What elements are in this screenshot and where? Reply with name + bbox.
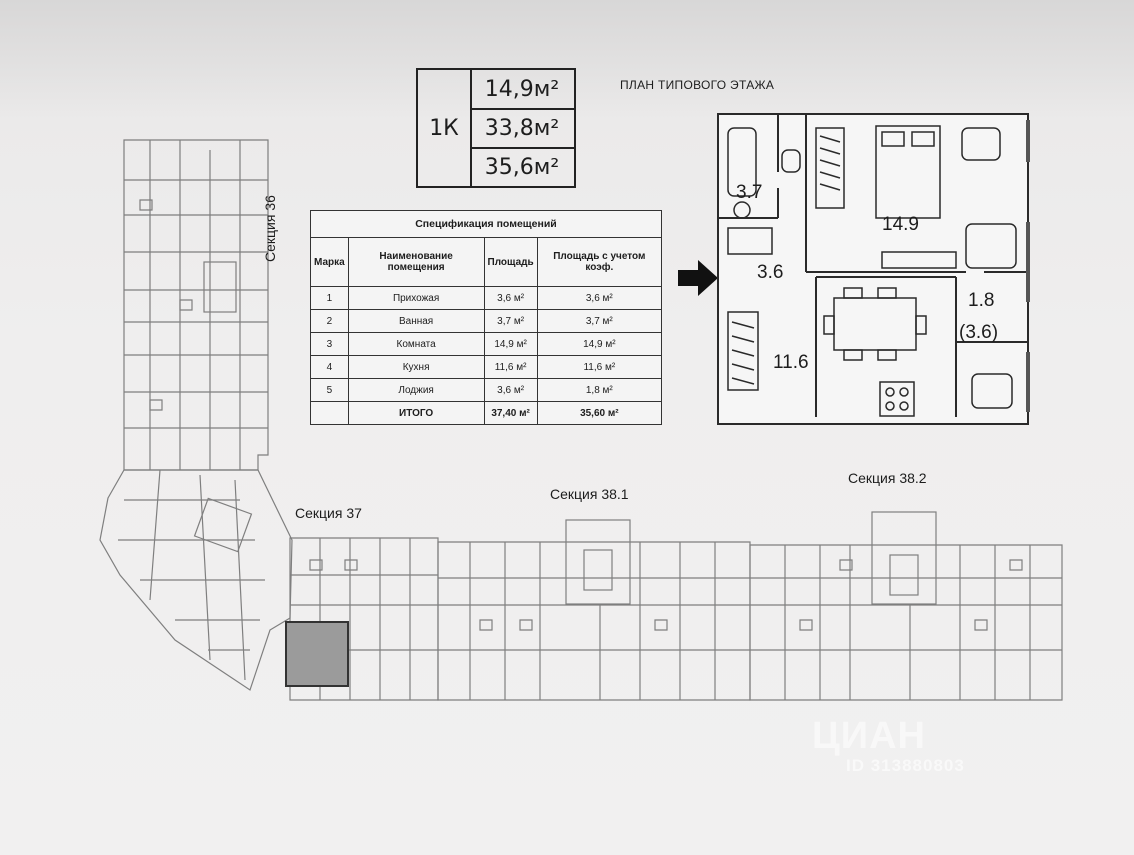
table-row: 2 Ванная 3,7 м² 3,7 м² bbox=[310, 309, 663, 333]
table-total-row: ИТОГО 37,40 м² 35,60 м² bbox=[310, 401, 663, 425]
living-area: 14,9м² bbox=[470, 70, 574, 110]
area-summary: 1К 14,9м² 33,8м² 35,6м² bbox=[416, 68, 576, 188]
section-36-label: Секция 36 bbox=[262, 195, 278, 262]
kitchen-area: 11.6 bbox=[773, 352, 809, 373]
col-header-area-coef: Площадь с учетом коэф. bbox=[536, 237, 663, 287]
col-header-area: Площадь bbox=[483, 237, 538, 287]
bathroom-area: 3.7 bbox=[736, 182, 763, 203]
arrow-right-icon bbox=[678, 260, 718, 296]
table-row: 3 Комната 14,9 м² 14,9 м² bbox=[310, 332, 663, 356]
table-row: 1 Прихожая 3,6 м² 3,6 м² bbox=[310, 286, 663, 310]
room-spec-table: Спецификация помещений Марка Наименовани… bbox=[310, 210, 663, 425]
col-header-name: Наименование помещения bbox=[347, 237, 485, 287]
table-row: 5 Лоджия 3,6 м² 1,8 м² bbox=[310, 378, 663, 402]
highlighted-apartment bbox=[285, 621, 349, 687]
room-area: 14.9 bbox=[882, 214, 919, 235]
col-header-mark: Марка bbox=[310, 237, 349, 287]
spec-caption: Спецификация помещений bbox=[310, 210, 662, 238]
scan-shadow bbox=[0, 0, 1134, 120]
loggia-area: 1.8 bbox=[968, 290, 995, 311]
cian-listing-id: ID 313880803 bbox=[846, 756, 965, 775]
cian-watermark: ЦИАН bbox=[812, 715, 926, 757]
apartment-type: 1К bbox=[418, 70, 472, 186]
table-row: 4 Кухня 11,6 м² 11,6 м² bbox=[310, 355, 663, 379]
total-area-without-coef: 33,8м² bbox=[470, 109, 574, 149]
loggia-full-area: (3.6) bbox=[959, 322, 999, 343]
section-38-2-label: Секция 38.2 bbox=[848, 470, 927, 486]
apartment-plan bbox=[717, 113, 1030, 425]
hallway-area: 3.6 bbox=[757, 262, 784, 283]
section-38-1-label: Секция 38.1 bbox=[550, 486, 629, 502]
total-area: 35,6м² bbox=[484, 154, 560, 180]
plan-title: ПЛАН ТИПОВОГО ЭТАЖА bbox=[620, 78, 775, 92]
section-37-label: Секция 37 bbox=[295, 505, 362, 521]
